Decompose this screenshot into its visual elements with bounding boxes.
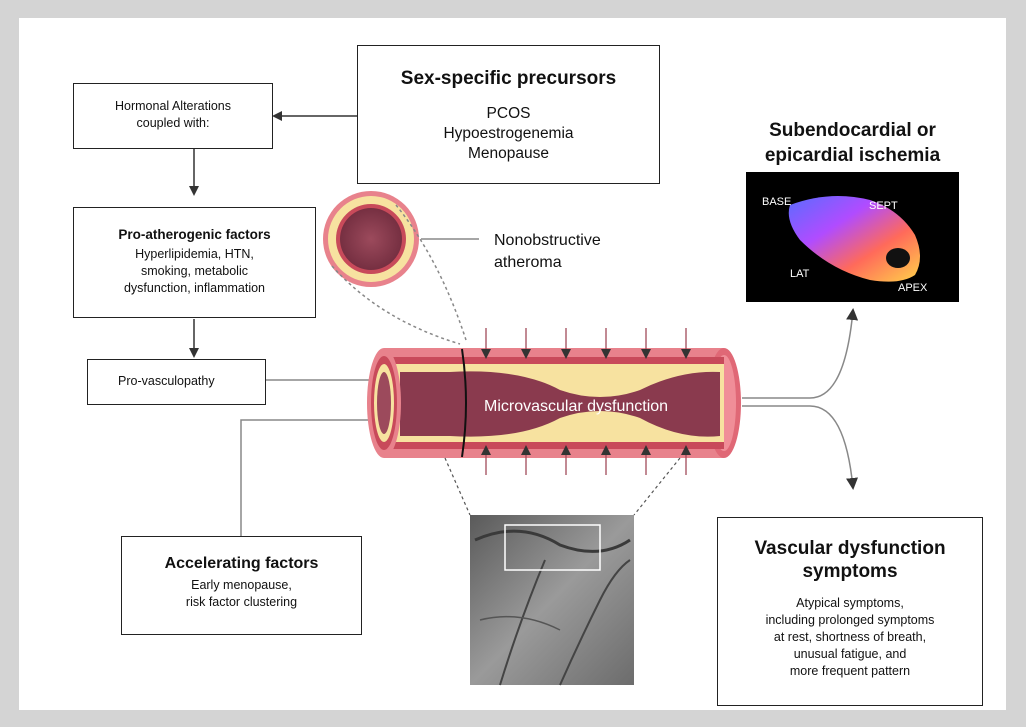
- ischemia-title: Subendocardial or epicardial ischemia: [746, 118, 959, 168]
- nonobstructive-atheroma-label: Nonobstructive atheroma: [494, 230, 601, 274]
- arrow-vessel-to-ischemia: [742, 310, 853, 398]
- vascular-dysfunction-symptoms-box: Vascular dysfunction symptoms Atypical s…: [717, 517, 983, 706]
- precursor-item: Menopause: [358, 144, 659, 164]
- arrow-accelerating-to-vessel: [241, 420, 387, 540]
- ischemia-title-line2: epicardial ischemia: [746, 143, 959, 168]
- symptoms-line: including prolonged symptoms: [718, 612, 982, 629]
- hormonal-line1: Hormonal Alterations: [74, 98, 272, 115]
- pro-vasculopathy-box: Pro-vasculopathy: [87, 359, 266, 405]
- accelerating-line: Early menopause,: [122, 577, 361, 594]
- symptoms-line: at rest, shortness of breath,: [718, 629, 982, 646]
- perfusion-label-lat: LAT: [790, 268, 809, 280]
- pro-vasculopathy-label: Pro-vasculopathy: [118, 374, 215, 388]
- zoom-line-right: [634, 458, 680, 515]
- nonobstructive-line2: atheroma: [494, 252, 601, 274]
- accelerating-factors-box: Accelerating factors Early menopause, ri…: [121, 536, 362, 635]
- artery-cross-section: [323, 191, 479, 344]
- symptoms-line: unusual fatigue, and: [718, 646, 982, 663]
- accelerating-title: Accelerating factors: [122, 555, 361, 573]
- perfusion-label-apex: APEX: [898, 282, 927, 294]
- pro-atherogenic-factors-box: Pro-atherogenic factors Hyperlipidemia, …: [73, 207, 316, 318]
- symptoms-line: Atypical symptoms,: [718, 595, 982, 612]
- pro-atherogenic-title: Pro-atherogenic factors: [74, 227, 315, 242]
- microvascular-dysfunction-label: Microvascular dysfunction: [484, 398, 668, 416]
- symptoms-line: more frequent pattern: [718, 663, 982, 680]
- symptoms-title-line1: Vascular dysfunction: [718, 537, 982, 560]
- pro-atherogenic-line: Hyperlipidemia, HTN,: [74, 246, 315, 263]
- angiogram-image: [470, 515, 634, 685]
- precursor-item: PCOS: [358, 104, 659, 124]
- precursor-item: Hypoestrogenemia: [358, 124, 659, 144]
- hormonal-line2: coupled with:: [74, 115, 272, 132]
- hormonal-alterations-box: Hormonal Alterations coupled with:: [73, 83, 273, 149]
- symptoms-title-line2: symptoms: [718, 560, 982, 583]
- sex-specific-title: Sex-specific precursors: [358, 68, 659, 90]
- nonobstructive-line1: Nonobstructive: [494, 230, 601, 252]
- perfusion-label-sept: SEPT: [869, 200, 898, 212]
- pro-atherogenic-line: smoking, metabolic: [74, 263, 315, 280]
- pro-atherogenic-line: dysfunction, inflammation: [74, 280, 315, 297]
- arrow-vessel-to-symptoms: [742, 406, 853, 488]
- ischemia-title-line1: Subendocardial or: [746, 118, 959, 143]
- accelerating-line: risk factor clustering: [122, 594, 361, 611]
- zoom-line-left: [445, 458, 470, 515]
- sex-specific-precursors-box: Sex-specific precursors PCOS Hypoestroge…: [357, 45, 660, 184]
- perfusion-label-base: BASE: [762, 196, 791, 208]
